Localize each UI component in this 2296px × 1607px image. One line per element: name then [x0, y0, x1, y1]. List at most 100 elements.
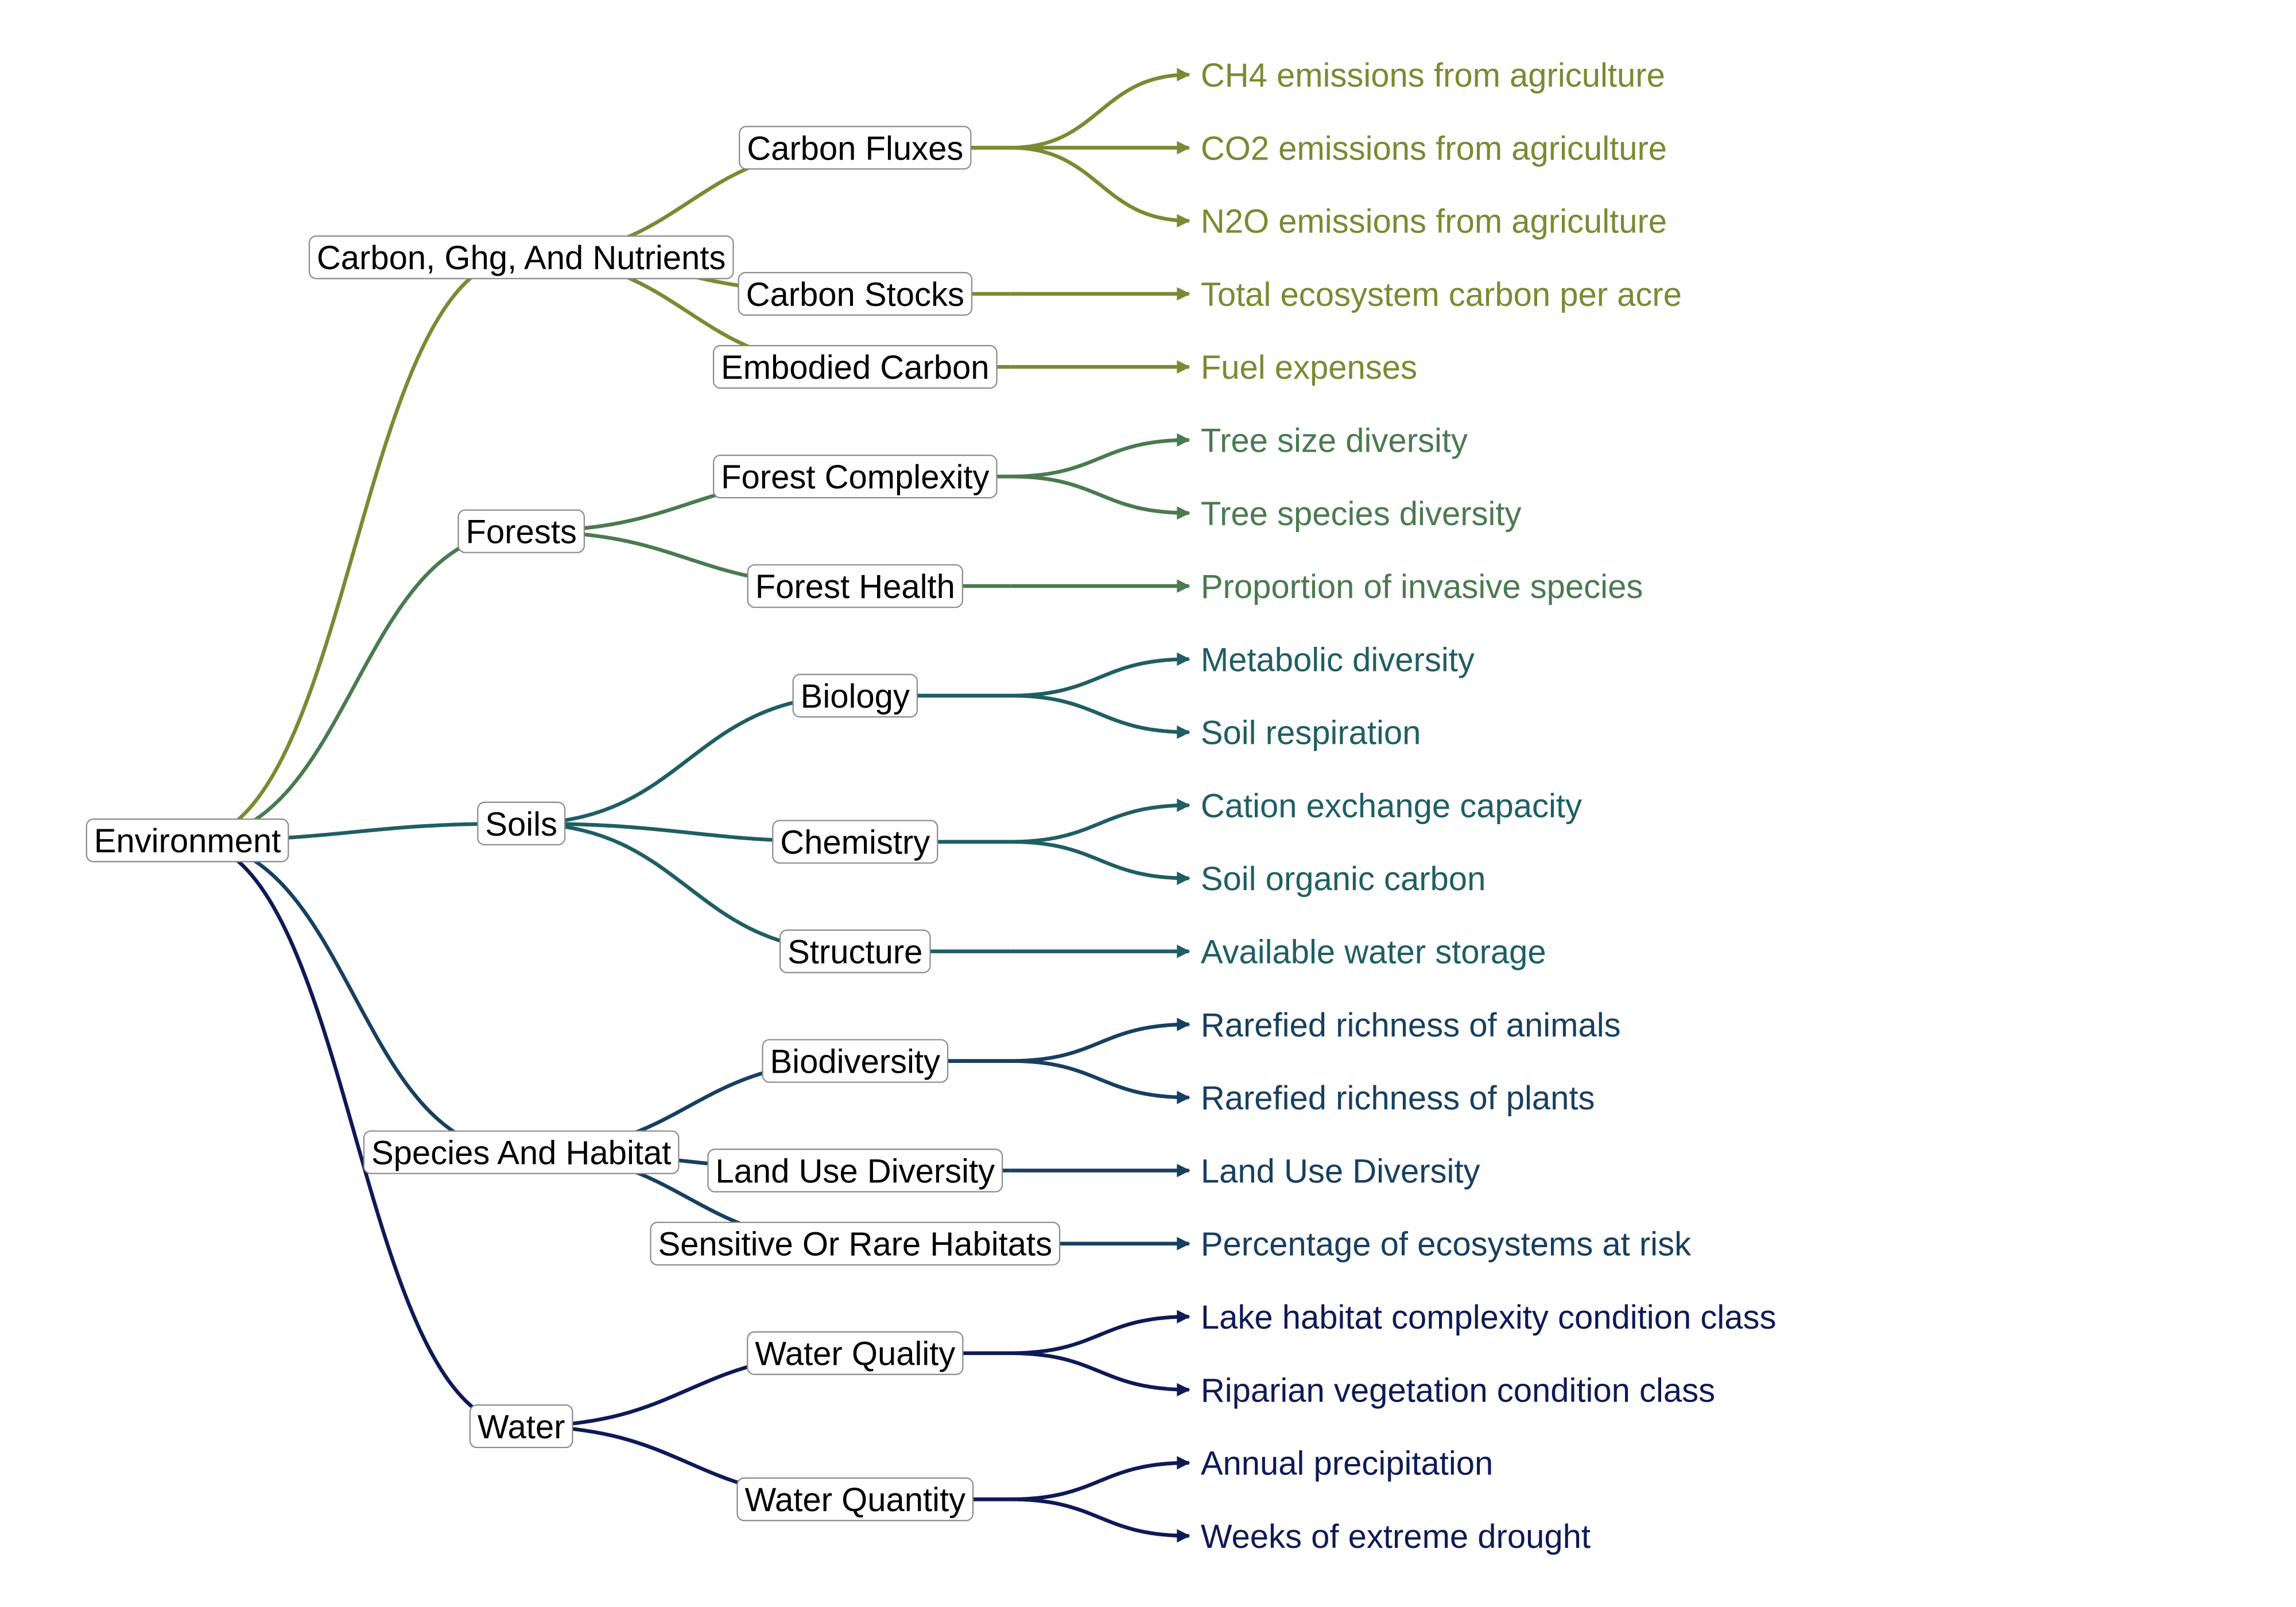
node-structure-label: Structure	[788, 934, 922, 971]
arrow-to-tree-size-diversity	[1010, 433, 1190, 479]
node-structure-box	[779, 929, 931, 973]
arrow-to-weeks-of-extreme-drought	[1010, 1497, 1190, 1543]
node-sensitive-or-rare-habitats-label: Sensitive Or Rare Habitats	[658, 1226, 1052, 1263]
node-forest-complexity: Forest Complexity	[713, 455, 998, 499]
arrow-to-soil-respiration	[1010, 693, 1190, 739]
node-water-quality: Water Quality	[747, 1331, 964, 1375]
indicator-soil-respiration: Soil respiration	[1201, 715, 1421, 752]
arrow-to-rarefied-richness-of-animals	[1010, 1018, 1190, 1063]
node-forest-health-box	[747, 564, 963, 608]
indicator-lake-habitat-complexity-condition-class: Lake habitat complexity condition class	[1201, 1299, 1777, 1336]
node-carbon-fluxes-label: Carbon Fluxes	[747, 130, 963, 167]
node-forests-box	[457, 509, 585, 553]
node-soils: Soils	[477, 801, 566, 845]
node-species-and-habitat: Species And Habitat	[363, 1130, 680, 1174]
node-structure: Structure	[779, 929, 931, 973]
node-biology: Biology	[792, 674, 918, 718]
indicator-co2-emissions-from-agriculture: CO2 emissions from agriculture	[1201, 130, 1667, 167]
arrow-to-soil-organic-carbon	[1010, 840, 1190, 886]
node-biology-box	[792, 674, 918, 718]
edge-environment-to-species-and-habitat	[187, 839, 522, 1154]
node-embodied-carbon-box	[712, 345, 998, 389]
indicator-total-ecosystem-carbon-per-acre: Total ecosystem carbon per acre	[1201, 276, 1682, 313]
node-forest-health-label: Forest Health	[755, 568, 955, 605]
node-water-label: Water	[478, 1408, 565, 1446]
node-biodiversity-box	[762, 1039, 949, 1083]
node-biology-label: Biology	[801, 678, 910, 715]
node-biodiversity: Biodiversity	[762, 1039, 949, 1083]
node-water-quantity: Water Quantity	[736, 1477, 974, 1521]
node-sensitive-or-rare-habitats: Sensitive Or Rare Habitats	[650, 1221, 1061, 1266]
arrow-to-n2o-emissions-from-agriculture	[1010, 146, 1190, 228]
indicator-cation-exchange-capacity: Cation exchange capacity	[1201, 787, 1582, 825]
node-environment-box	[86, 818, 289, 863]
node-species-and-habitat-label: Species And Habitat	[371, 1135, 671, 1172]
indicator-fuel-expenses: Fuel expenses	[1201, 349, 1417, 386]
indicator-land-use-diversity: Land Use Diversity	[1201, 1152, 1480, 1190]
node-carbon-ghg-and-nutrients: Carbon, Ghg, And Nutrients	[308, 235, 734, 280]
node-water: Water	[469, 1404, 573, 1449]
node-embodied-carbon-label: Embodied Carbon	[721, 349, 990, 386]
node-water-quality-box	[747, 1331, 964, 1375]
edges-layer	[187, 68, 1190, 1543]
indicator-rarefied-richness-of-plants: Rarefied richness of plants	[1201, 1080, 1595, 1117]
arrow-to-metabolic-diversity	[1010, 652, 1190, 698]
indicator-ch4-emissions-from-agriculture: CH4 emissions from agriculture	[1201, 57, 1665, 94]
node-carbon-stocks: Carbon Stocks	[738, 271, 973, 316]
arrow-to-tree-species-diversity	[1010, 474, 1190, 520]
indicator-percentage-of-ecosystems-at-risk: Percentage of ecosystems at risk	[1201, 1226, 1692, 1263]
indicator-riparian-vegetation-condition-class: Riparian vegetation condition class	[1201, 1372, 1715, 1409]
node-carbon-fluxes: Carbon Fluxes	[739, 126, 972, 170]
node-soils-box	[477, 801, 566, 845]
indicator-tree-size-diversity: Tree size diversity	[1201, 422, 1468, 459]
indicator-n2o-emissions-from-agriculture: N2O emissions from agriculture	[1201, 203, 1667, 240]
arrow-to-riparian-vegetation-condition-class	[1010, 1351, 1190, 1397]
node-land-use-diversity: Land Use Diversity	[707, 1148, 1003, 1193]
edge-environment-to-carbon-ghg-and-nutrients	[187, 255, 522, 843]
arrow-to-annual-precipitation	[1010, 1456, 1190, 1501]
node-forest-complexity-label: Forest Complexity	[721, 459, 989, 496]
indicator-weeks-of-extreme-drought: Weeks of extreme drought	[1201, 1518, 1591, 1555]
node-carbon-ghg-and-nutrients-label: Carbon, Ghg, And Nutrients	[317, 239, 726, 277]
node-carbon-fluxes-box	[739, 126, 972, 170]
node-land-use-diversity-label: Land Use Diversity	[715, 1152, 995, 1190]
indicator-metabolic-diversity: Metabolic diversity	[1201, 641, 1475, 678]
node-forest-health: Forest Health	[747, 564, 963, 608]
indicator-soil-organic-carbon: Soil organic carbon	[1201, 860, 1486, 898]
indicator-rarefied-richness-of-animals: Rarefied richness of animals	[1201, 1007, 1621, 1044]
node-water-quality-label: Water Quality	[755, 1336, 955, 1373]
node-forests: Forests	[457, 509, 585, 553]
node-chemistry-label: Chemistry	[780, 824, 930, 861]
node-water-quantity-box	[736, 1477, 974, 1521]
node-forest-complexity-box	[713, 455, 998, 499]
node-carbon-stocks-box	[738, 271, 973, 316]
node-chemistry-box	[772, 820, 938, 864]
node-species-and-habitat-box	[363, 1130, 680, 1174]
indicator-available-water-storage: Available water storage	[1201, 934, 1546, 971]
indicator-tree-species-diversity: Tree species diversity	[1201, 495, 1522, 533]
edge-environment-to-water	[187, 839, 522, 1429]
node-environment-label: Environment	[94, 822, 281, 860]
node-soils-label: Soils	[485, 806, 557, 843]
node-water-box	[469, 1404, 573, 1449]
node-sensitive-or-rare-habitats-box	[650, 1221, 1061, 1266]
arrow-to-ch4-emissions-from-agriculture	[1010, 68, 1190, 150]
node-forests-label: Forests	[466, 514, 576, 551]
edge-environment-to-forests	[187, 529, 522, 843]
arrow-to-lake-habitat-complexity-condition-class	[1010, 1310, 1190, 1356]
indicator-annual-precipitation: Annual precipitation	[1201, 1445, 1493, 1482]
node-carbon-stocks-label: Carbon Stocks	[746, 276, 964, 313]
node-embodied-carbon: Embodied Carbon	[712, 345, 998, 389]
node-chemistry: Chemistry	[772, 820, 938, 864]
node-environment: Environment	[86, 818, 289, 863]
arrow-to-rarefied-richness-of-plants	[1010, 1059, 1190, 1104]
node-biodiversity-label: Biodiversity	[770, 1043, 941, 1080]
node-carbon-ghg-and-nutrients-box	[308, 235, 734, 280]
node-land-use-diversity-box	[707, 1148, 1003, 1193]
node-water-quantity-label: Water Quantity	[744, 1481, 965, 1519]
indicator-proportion-of-invasive-species: Proportion of invasive species	[1201, 568, 1643, 605]
arrow-to-cation-exchange-capacity	[1010, 798, 1190, 844]
